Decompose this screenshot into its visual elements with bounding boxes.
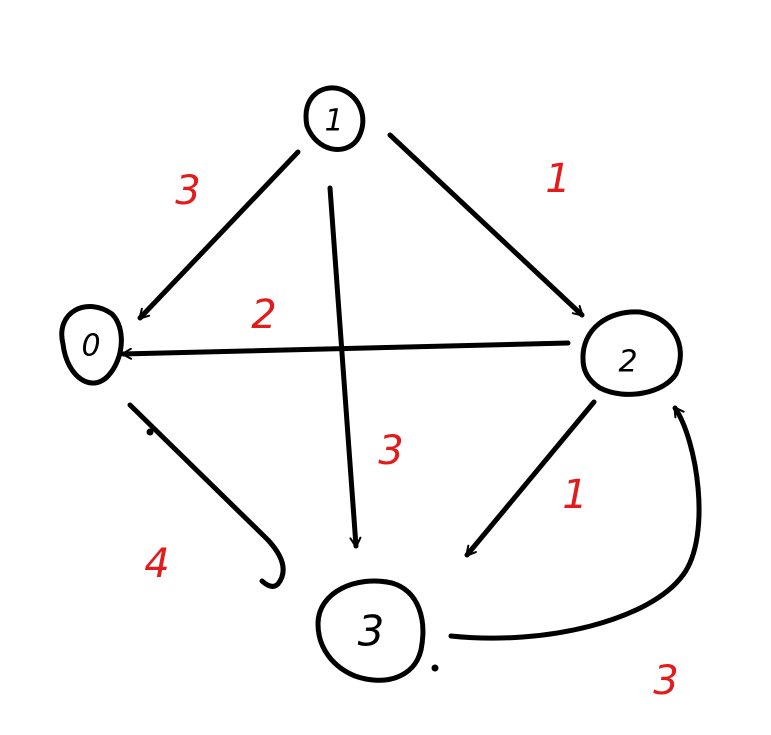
weight-1-to-2: 1 — [545, 156, 570, 202]
edge-1-to-0 — [137, 149, 301, 321]
weight-3-to-2: 3 — [653, 658, 678, 704]
ink-dot — [431, 664, 439, 672]
node-3-circle — [315, 578, 426, 683]
weight-2-to-3: 1 — [562, 472, 587, 518]
edge-2-to-3 — [464, 399, 597, 558]
ink-dot — [146, 428, 154, 436]
weight-1-to-3: 3 — [378, 428, 403, 474]
edge-1-to-2 — [387, 132, 585, 318]
node-1-circle — [303, 85, 366, 152]
weight-2-to-0: 2 — [251, 292, 276, 338]
node-3: 3 — [315, 578, 426, 683]
node-3-label: 3 — [358, 607, 385, 656]
node-0-label: 0 — [81, 329, 100, 364]
node-1: 1 — [303, 85, 366, 152]
node-1-label: 1 — [324, 104, 343, 139]
weight-0-to-3: 4 — [144, 541, 169, 587]
node-0-circle — [59, 304, 124, 386]
node-0: 0 — [59, 304, 124, 386]
node-2-label: 2 — [618, 345, 637, 380]
edge-0-to-3 — [127, 402, 286, 589]
node-2-circle — [580, 309, 683, 397]
node-2: 2 — [580, 309, 683, 397]
edge-3-to-2 — [448, 405, 702, 641]
edge-2-to-0 — [120, 340, 571, 360]
weight-1-to-0: 3 — [175, 168, 200, 214]
edge-1-to-3 — [327, 185, 362, 549]
